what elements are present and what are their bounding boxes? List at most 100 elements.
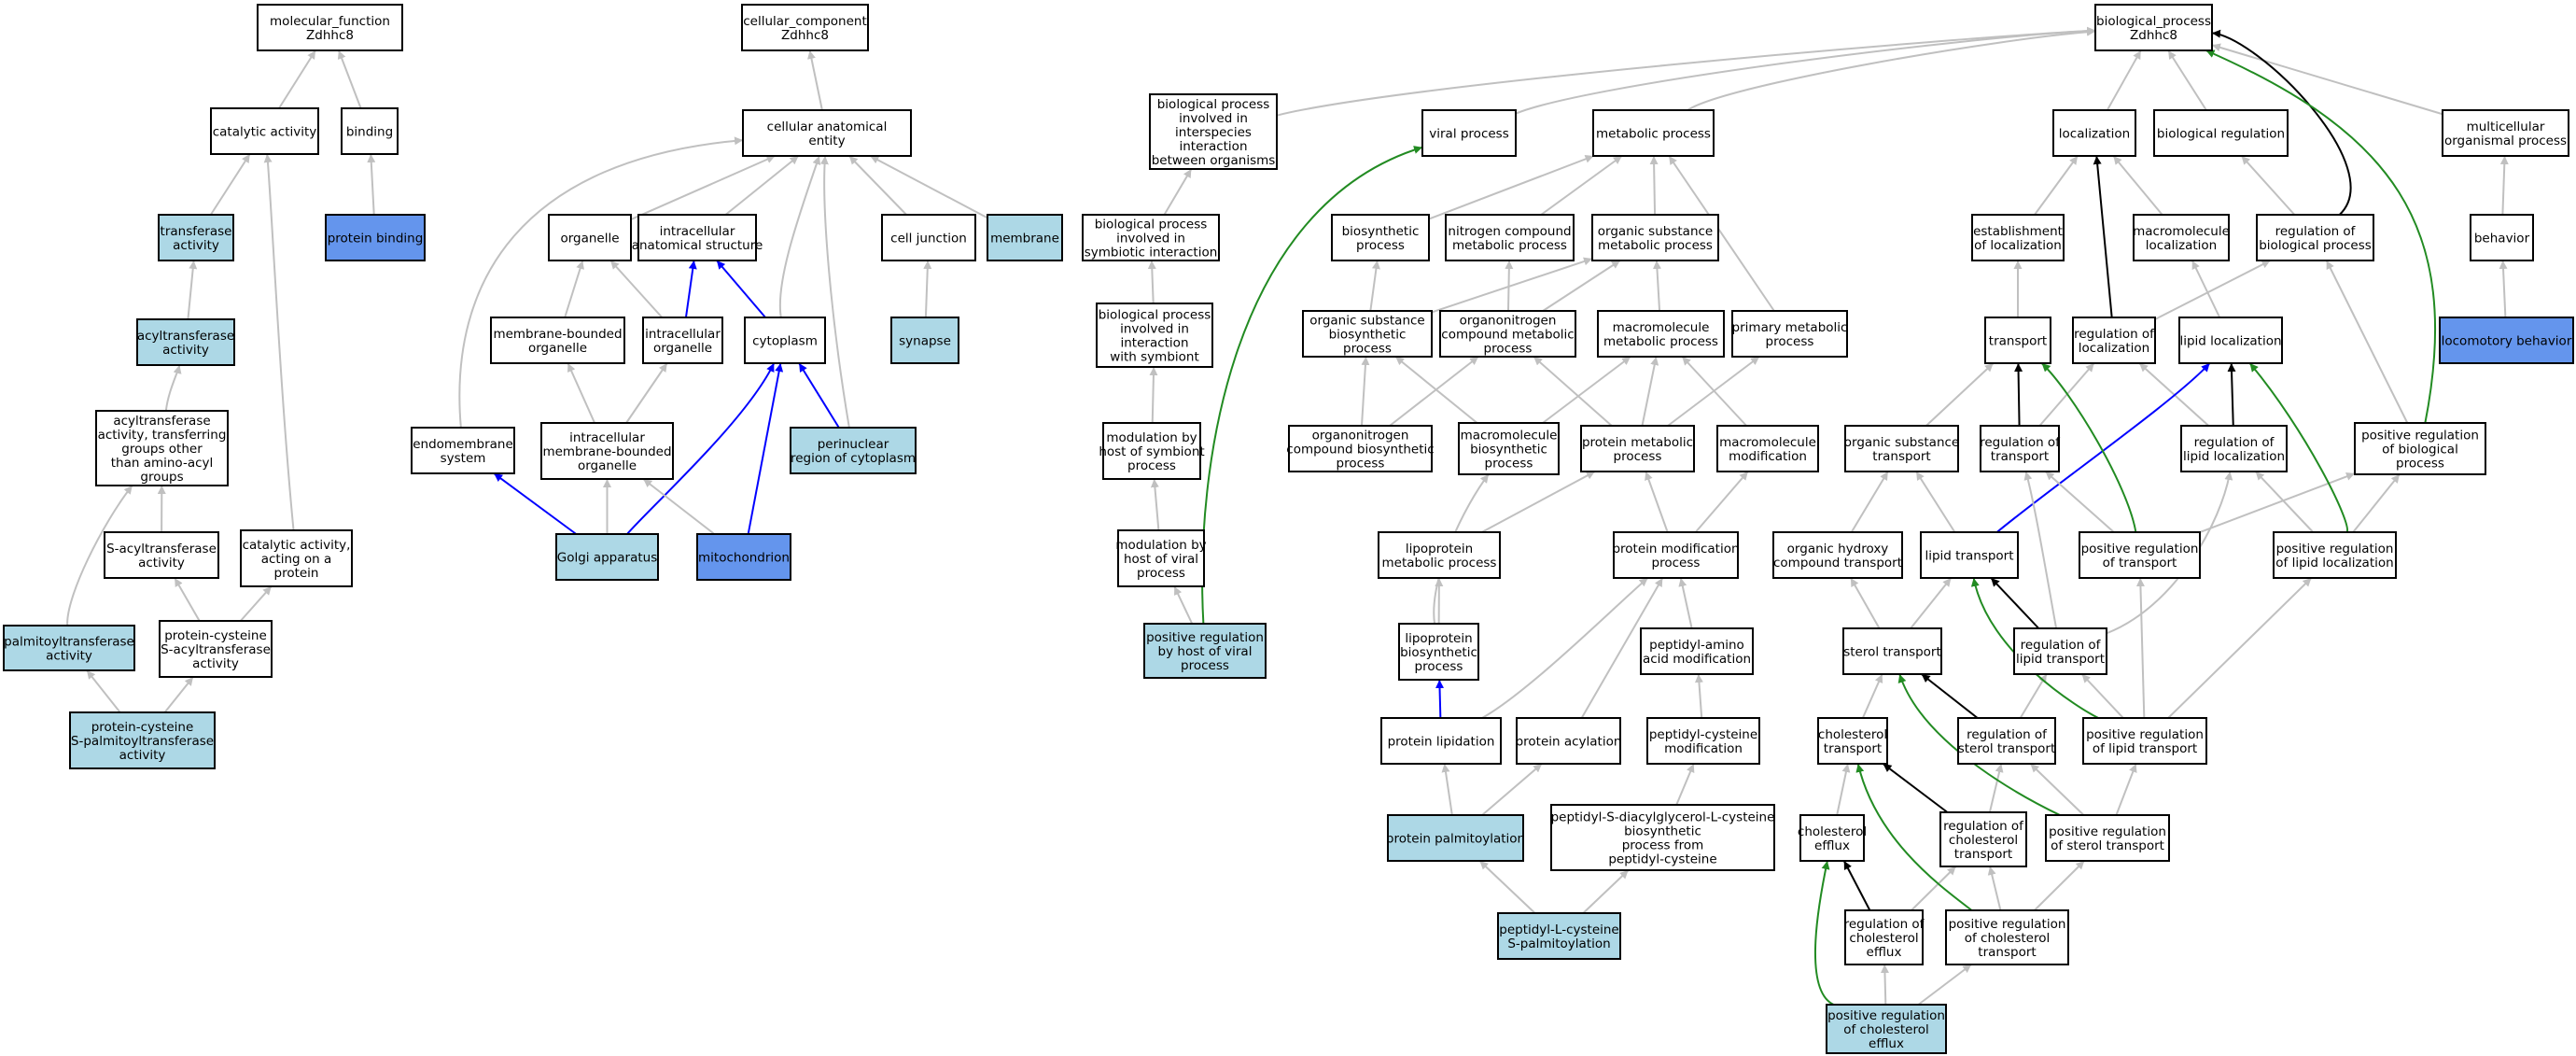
node-box-estloc: [1971, 214, 2065, 261]
node-label-posregcholefflux-2: efflux: [1869, 1036, 1904, 1051]
edge-imbo-to-mbo: [567, 362, 595, 424]
edge-protacyl-to-protmod: [1580, 577, 1664, 719]
node-metab: metabolic process: [1592, 109, 1715, 157]
edge-oncbp-to-osbp: [1360, 356, 1370, 427]
node-label-onmp-0: organonitrogen: [1460, 314, 1557, 329]
edge-protmp-to-mmp: [1641, 356, 1659, 427]
edge-pcys_spalm-to-pcys_sacyl: [163, 676, 194, 713]
node-label-io-0: intracellular: [645, 327, 721, 342]
node-box-multi: [2442, 109, 2569, 157]
node-label-mod_viral-2: process: [1137, 566, 1185, 581]
node-pepsdiacyl: peptidyl-S-diacylglycerol-L-cysteinebios…: [1550, 804, 1775, 871]
node-box-posreg_viral: [1143, 623, 1267, 679]
node-box-mod_viral: [1117, 529, 1205, 587]
node-box-protpalm: [1387, 814, 1524, 862]
edge-protmp-to-onmp: [1533, 356, 1613, 427]
node-box-cae: [742, 109, 912, 157]
edge-pepspalm-to-protpalm: [1478, 860, 1536, 914]
node-box-choltrans: [1817, 717, 1888, 765]
node-label-regbp-1: biological process: [2259, 238, 2372, 253]
node-label-protbind-0: protein binding: [328, 232, 424, 246]
node-binding: binding: [341, 107, 399, 155]
edge-metab-to-bp: [1687, 27, 2096, 111]
edge-choltrans-to-steroltrans: [1861, 673, 1883, 719]
node-box-binding: [341, 107, 399, 155]
node-label-ncmp-1: metabolic process: [1452, 238, 1567, 253]
node-label-bp_withsymb-3: with symbiont: [1110, 350, 1199, 365]
edge-bp_symb-to-bp_inter: [1163, 168, 1193, 216]
node-label-membrane-0: membrane: [990, 232, 1059, 246]
node-label-oncbp-2: process: [1337, 457, 1385, 472]
node-box-posreglipidtrans: [2082, 717, 2207, 765]
node-label-pepspalm-0: peptidyl-L-cysteine: [1499, 922, 1618, 937]
edge-lipidtrans-to-ostrans: [1915, 471, 1956, 533]
edge-binding-to-mf: [337, 49, 362, 109]
node-label-local-0: localization: [2059, 127, 2130, 142]
edge-regsterol-to-steroltrans: [1921, 673, 1979, 719]
node-label-ostrans-1: transport: [1872, 449, 1930, 464]
edge-palmitoyltr-to-acyl_other: [66, 485, 133, 627]
node-box-cat: [210, 107, 319, 155]
node-box-protacyl: [1516, 717, 1621, 765]
node-box-transferase: [158, 214, 234, 261]
node-label-biosyn-1: process: [1356, 238, 1405, 253]
node-box-cholefflux: [1799, 814, 1865, 862]
edge-regsterol-to-reglipidtrans: [2019, 673, 2048, 719]
node-label-bp_symb-1: involved in: [1116, 232, 1185, 246]
node-box-locomotory: [2439, 317, 2574, 364]
node-label-cae-1: entity: [808, 134, 845, 148]
node-box-metab: [1592, 109, 1715, 157]
edge-acyl_other-to-acyltr: [164, 364, 182, 412]
node-box-synapse: [890, 317, 959, 364]
edge-posreg_viral-to-mod_viral: [1173, 585, 1194, 625]
node-box-bioreg: [2153, 109, 2289, 157]
node-protlipid: protein lipidation: [1380, 717, 1502, 765]
node-box-cat_prot: [240, 529, 353, 587]
node-box-regtrans: [1980, 425, 2060, 472]
node-label-pmp-0: primary metabolic: [1732, 320, 1848, 335]
edge-pcys_sacyl-to-sacyl: [174, 577, 201, 622]
edge-cholefflux-to-choltrans: [1836, 763, 1851, 816]
node-box-ias: [637, 214, 757, 261]
edge-mod_symb-to-bp_withsymb: [1149, 366, 1158, 424]
node-label-protmod-0: protein modification: [1612, 542, 1739, 556]
edge-biosyn-to-metab: [1428, 155, 1594, 220]
node-label-regsterol-1: sterol transport: [1958, 741, 2056, 756]
node-protbind: protein binding: [325, 214, 426, 261]
edge-pepcys-to-pepamino: [1694, 673, 1703, 719]
edge-bioreg-to-bp: [2167, 49, 2207, 111]
edge-multi-to-bp: [2211, 43, 2443, 116]
node-label-reglipidtrans-1: lipid transport: [2016, 652, 2105, 667]
node-box-ostrans: [1844, 425, 1959, 472]
edge-layer: [66, 26, 2509, 1006]
edge-posreglipidtrans-to-posregtrans: [2135, 577, 2146, 719]
node-label-ohct-1: compound transport: [1773, 556, 1902, 570]
node-box-mmp: [1597, 310, 1725, 358]
edge-osbp-to-biosyn: [1369, 260, 1380, 312]
node-label-bp_inter-1: involved in: [1179, 111, 1248, 126]
node-golgi: Golgi apparatus: [555, 533, 659, 581]
node-label-bioreg-0: biological regulation: [2157, 127, 2285, 142]
node-label-palmitoyltr-0: palmitoyltransferase: [4, 635, 134, 650]
node-label-multi-0: multicellular: [2467, 120, 2545, 134]
node-pcys_sacyl: protein-cysteineS-acyltransferaseactivit…: [159, 620, 273, 678]
node-label-posregcholefflux-1: of cholesterol: [1843, 1022, 1929, 1037]
node-label-regcholefflux-2: efflux: [1867, 945, 1902, 960]
edge-posregsterol-to-posreglipidtrans: [2115, 763, 2137, 816]
node-label-macloc-0: macromolecule: [2133, 224, 2230, 239]
node-label-macloc-1: localization: [2146, 238, 2217, 253]
edge-regcholefflux-to-regcholtrans: [1911, 866, 1957, 911]
